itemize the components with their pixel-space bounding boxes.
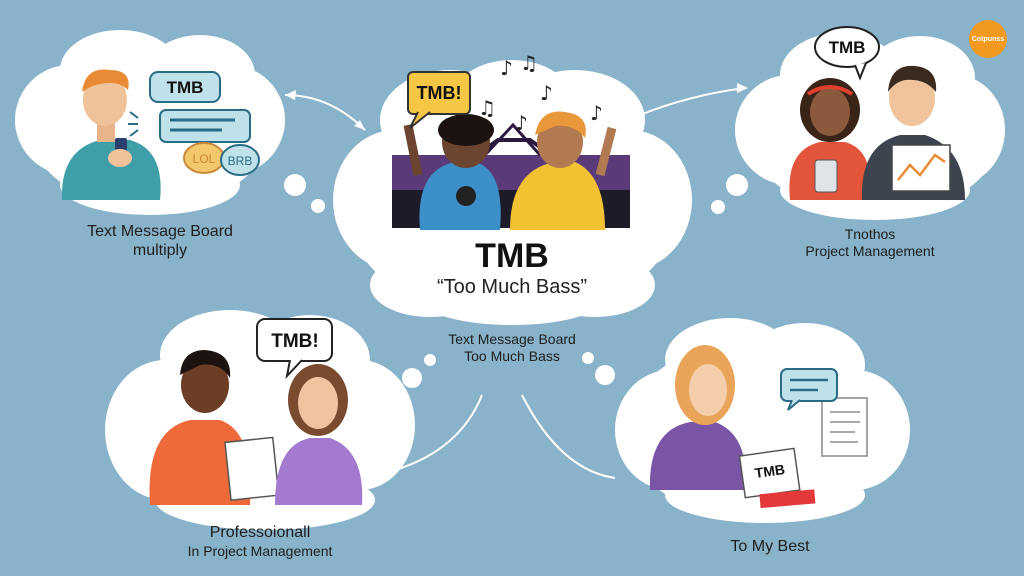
speech-bubble-tr	[814, 26, 880, 81]
center-bubble-text: TMB!	[417, 83, 462, 103]
svg-text:♪: ♪	[515, 111, 528, 135]
svg-text:♫: ♫	[478, 96, 496, 120]
svg-text:♪: ♪	[500, 56, 513, 80]
center-speech-bubble	[407, 71, 471, 129]
bl-label-line1: Professoionall	[209, 524, 311, 541]
tr-label-line2: Project Management	[805, 243, 935, 259]
arrowhead-top-left	[285, 90, 296, 100]
svg-text:♪: ♪	[540, 81, 553, 105]
middle-caption-line2: Too Much Bass	[464, 348, 560, 364]
tl-label-line1: Text Message Board	[87, 223, 233, 240]
chat-bubble-br	[780, 368, 838, 411]
tl-chip-lol: LOL	[193, 152, 216, 166]
connector-br	[521, 394, 616, 479]
center-meaning: “Too Much Bass”	[436, 276, 588, 298]
br-card-text: TMB	[754, 461, 786, 481]
tl-chip-brb: BRB	[228, 154, 253, 168]
br-label-line1: To My Best	[730, 538, 810, 555]
svg-text:♪: ♪	[590, 101, 603, 125]
connector-tl	[284, 94, 366, 131]
brand-badge-text: Cotpunss	[971, 35, 1005, 43]
center-acronym: TMB	[475, 237, 549, 275]
brand-badge: Cotpunss	[969, 20, 1007, 58]
chat-bubbles-tl	[128, 71, 260, 176]
tr-bubble-text: TMB	[829, 38, 866, 57]
concert-scene	[392, 111, 630, 230]
bl-label-line2: In Project Management	[187, 543, 333, 559]
tl-bubble-text: TMB	[167, 78, 204, 97]
speech-bubble-bl	[256, 318, 333, 380]
connector-tr	[639, 87, 746, 116]
tr-label-line1: Tnothos	[844, 226, 896, 242]
person-texting	[61, 69, 161, 200]
tl-label-line2: multiply	[132, 242, 188, 259]
arrowhead-top-right	[737, 83, 748, 93]
person-writing	[649, 345, 868, 509]
music-notes: ♪♫ ♫♪ ♪♪	[478, 51, 603, 135]
people-project	[789, 65, 965, 200]
connector-bl	[394, 394, 483, 471]
svg-text:♫: ♫	[520, 51, 538, 75]
middle-caption-line1: Text Message Board	[448, 331, 576, 347]
arrowhead-center-left	[354, 120, 365, 130]
people-meeting	[149, 350, 363, 505]
bl-bubble-text: TMB!	[271, 331, 318, 352]
